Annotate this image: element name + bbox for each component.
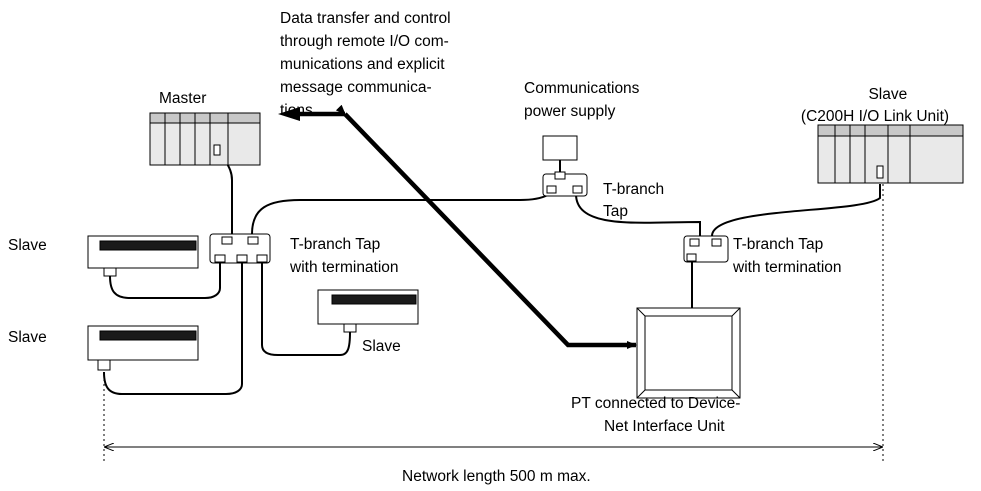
slave-left-bottom-label: Slave <box>8 329 47 346</box>
slave-middle-label: Slave <box>362 338 401 355</box>
slave-module-middle <box>317 289 419 333</box>
programmable-terminal <box>636 307 741 399</box>
tap-termination-right-label: T-branch Tap with termination <box>732 236 842 276</box>
tap-middle-label: T-branch Tap <box>603 181 668 220</box>
master-label: Master <box>159 90 206 107</box>
communications-power-supply <box>542 135 578 161</box>
slave-module-left-top <box>87 235 199 277</box>
communications-power-supply-label: Communications power supply <box>524 80 644 120</box>
slave-c200h-rack <box>817 124 964 184</box>
master-plc <box>149 112 261 166</box>
network-length-label: Network length 500 m max. <box>402 468 591 485</box>
pt-connected-label: PT connected to Device- Net Interface Un… <box>571 395 745 435</box>
t-branch-tap-middle <box>542 171 588 197</box>
tap-termination-left-label: T-branch Tap with termination <box>289 236 399 276</box>
slave-c200h-label: Slave (C200H I/O Link Unit) <box>801 86 949 125</box>
t-branch-tap-right <box>683 235 729 263</box>
data-transfer-arrow <box>335 104 637 349</box>
drop-cables <box>103 149 881 395</box>
t-branch-tap-left <box>209 233 271 264</box>
slave-module-left-bottom <box>87 325 199 371</box>
network-length-dimension <box>103 184 884 462</box>
data-transfer-arrow-head-left <box>278 107 300 121</box>
slave-left-top-label: Slave <box>8 237 47 254</box>
data-transfer-label: Data transfer and control through remote… <box>280 10 455 119</box>
